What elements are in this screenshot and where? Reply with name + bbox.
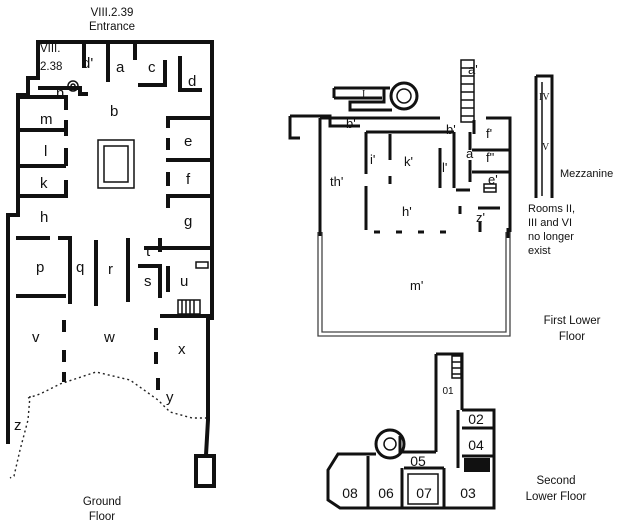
room-label-w: w (103, 329, 115, 346)
room-label-01: 01 (442, 386, 454, 397)
room-label-04: 04 (468, 437, 484, 453)
room-label-x: x (178, 341, 186, 358)
room-label-l-prime: l' (442, 160, 447, 175)
roman-label-i: I (362, 89, 365, 100)
room-label-f-prime: f' (486, 126, 492, 141)
room-label-p: p (36, 259, 44, 276)
room-label-a-small: a (466, 146, 474, 161)
room-label-d: d (188, 73, 196, 90)
room-label-05: 05 (410, 453, 426, 469)
room-label-a-prime: a' (468, 62, 478, 77)
room-label-m: m (40, 111, 53, 128)
ground-floor-caption-line2: Floor (89, 511, 115, 523)
room-label-l: l (44, 143, 47, 160)
room-label-g: g (184, 213, 192, 230)
room-label-t: t (146, 243, 151, 260)
ground-floor-plan: d' a c d n b m l k e f g h p q r t s u v… (6, 7, 216, 523)
room-label-q: q (76, 259, 84, 276)
entrance-label: Entrance (89, 21, 135, 33)
room-label-u: u (180, 273, 188, 290)
room-label-th-prime: th' (330, 174, 343, 189)
room-label-e-prime: e' (488, 172, 498, 187)
room-label-i-prime: i' (370, 152, 375, 167)
side-entrance-label-line1: VIII. (40, 43, 60, 55)
mezzanine-label: Mezzanine (560, 168, 613, 180)
room-label-k-prime: k' (404, 154, 413, 169)
room-label-n: n (56, 85, 64, 102)
side-entrance-label-line2: 2.38 (40, 61, 62, 73)
room-label-k: k (40, 175, 48, 192)
room-label-f-double-prime: f" (486, 150, 495, 165)
first-lower-floor-plan: I IV V a' b' b' f' a f" e' i' k' l' th' … (288, 59, 613, 343)
room-label-z-prime: z' (476, 210, 485, 225)
room-label-e: e (184, 133, 192, 150)
room-label-b-prime-right: b' (446, 122, 456, 137)
room-label-r: r (108, 261, 113, 278)
room-label-07: 07 (416, 485, 432, 501)
rooms-note-line4: exist (528, 245, 551, 257)
rooms-note-line2: III and VI (528, 217, 572, 229)
rooms-note-line1: Rooms II, (528, 203, 575, 215)
first-lower-floor-caption-line2: Floor (559, 331, 585, 343)
entrance-ref-label: VIII.2.39 (91, 7, 134, 19)
second-lower-floor-plan: 01 02 04 05 03 07 06 08 Second Lower Flo… (326, 352, 587, 510)
room-label-z: z (14, 417, 22, 434)
room-label-h-prime: h' (402, 204, 412, 219)
room-label-h: h (40, 209, 48, 226)
room-label-c: c (148, 59, 156, 76)
room-label-02: 02 (468, 411, 484, 427)
room-label-d-prime: d' (82, 55, 93, 72)
room-label-b-prime-left: b' (346, 116, 356, 131)
room-label-f: f (186, 171, 191, 188)
second-lower-floor-caption-line1: Second (536, 475, 575, 487)
room-label-a: a (116, 59, 125, 76)
room-label-v: v (32, 329, 40, 346)
room-label-s: s (144, 273, 152, 290)
room-label-03: 03 (460, 485, 476, 501)
roman-label-v: V (542, 142, 550, 153)
first-lower-floor-caption-line1: First Lower (544, 315, 601, 327)
room-label-m-prime: m' (410, 278, 423, 293)
room-label-08: 08 (342, 485, 358, 501)
second-lower-floor-caption-line2: Lower Floor (526, 491, 587, 503)
ground-floor-caption-line1: Ground (83, 496, 121, 508)
roman-label-iv: IV (539, 92, 550, 103)
room-label-06: 06 (378, 485, 394, 501)
rooms-note-line3: no longer (528, 231, 574, 243)
room-label-y: y (166, 389, 174, 406)
room-label-b: b (110, 103, 118, 120)
